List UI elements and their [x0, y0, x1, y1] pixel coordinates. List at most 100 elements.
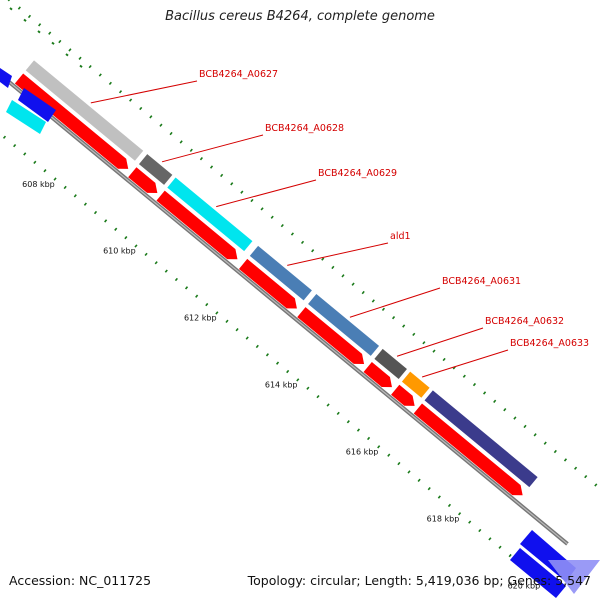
- gene-label: BCB4264_A0629: [318, 168, 397, 179]
- scale-tick-minor: [245, 336, 249, 340]
- scale-tick-minor: [397, 461, 401, 466]
- cds-arrow: [128, 167, 158, 193]
- scale-tick-minor: [169, 131, 173, 136]
- scale-tick-minor: [195, 294, 199, 298]
- scale-tick-minor: [225, 319, 229, 323]
- gene-label: BCB4264_A0633: [510, 338, 589, 349]
- edge-feature: [6, 100, 46, 134]
- scale-tick-minor: [458, 512, 462, 516]
- label-leader-line: [287, 242, 389, 266]
- scale-tick-minor: [79, 64, 83, 68]
- backbone-highlight: [0, 73, 568, 545]
- scale-tick-minor: [134, 244, 138, 248]
- scale-tick-minor: [523, 424, 527, 429]
- scale-tick-minor: [361, 290, 365, 295]
- scale-tick-minor: [220, 173, 224, 178]
- scale-tick-minor: [377, 445, 381, 449]
- scale-tick-minor: [508, 553, 512, 558]
- scale-tick-minor: [124, 235, 128, 240]
- scale-tick-minor: [468, 520, 472, 524]
- scale-tick-minor: [73, 194, 77, 198]
- tick-label: 610 kbp: [103, 247, 136, 256]
- accession-text: Accession: NC_011725: [9, 573, 152, 588]
- scale-tick-minor: [311, 249, 315, 253]
- scale-tick-minor: [412, 332, 416, 337]
- scale-tick-minor: [391, 315, 396, 320]
- scale-tick-minor: [144, 252, 148, 257]
- scale-tick-minor: [574, 466, 578, 470]
- scale-tick-minor: [139, 106, 143, 111]
- tick-label: 614 kbp: [265, 381, 298, 390]
- scale-tick-minor: [13, 143, 17, 148]
- scale-tick-minor: [88, 64, 92, 69]
- map-title: Bacillus cereus B4264, complete genome: [165, 9, 435, 24]
- scale-tick-minor: [300, 240, 305, 245]
- scale-tick-minor: [38, 23, 42, 27]
- scale-tick-minor: [7, 0, 11, 2]
- scale-tick-minor: [493, 399, 497, 403]
- scale-tick-minor: [437, 495, 441, 499]
- scale-tick-minor: [230, 182, 234, 186]
- gene-feature-bar: [308, 294, 380, 356]
- scale-tick-minor: [427, 486, 431, 491]
- scale-tick-minor: [472, 382, 477, 387]
- scale-tick-minor: [498, 545, 502, 549]
- scale-tick-minor: [336, 411, 340, 416]
- scale-tick-minor: [17, 6, 21, 10]
- scale-tick-minor: [43, 169, 47, 173]
- scale-tick-minor: [417, 478, 421, 482]
- scale-tick-minor: [402, 324, 406, 328]
- scale-tick-minor: [387, 453, 391, 457]
- scale-tick-minor: [513, 416, 517, 420]
- scale-tick-minor: [240, 190, 244, 194]
- gene-label: BCB4264_A0627: [199, 69, 278, 80]
- scale-tick-minor: [78, 56, 82, 60]
- scale-tick-minor: [104, 219, 108, 223]
- scale-tick-minor: [594, 483, 598, 487]
- scale-tick-minor: [306, 386, 310, 390]
- gene-feature-bar: [374, 348, 407, 380]
- cds-arrow: [297, 307, 365, 365]
- scale-tick-minor: [205, 302, 209, 307]
- scale-tick-minor: [482, 391, 487, 395]
- scale-tick-minor: [48, 31, 52, 35]
- scale-tick-minor: [23, 18, 27, 22]
- scale-tick-minor: [215, 311, 219, 315]
- cds-arrow: [14, 73, 129, 169]
- scale-tick-minor: [118, 90, 123, 94]
- scale-tick-minor: [488, 537, 492, 541]
- scale-tick-minor: [447, 503, 452, 508]
- scale-tick-minor: [159, 123, 163, 127]
- scale-tick-minor: [478, 528, 482, 533]
- gene-label: BCB4264_A0628: [265, 123, 344, 134]
- scale-tick-minor: [2, 135, 7, 139]
- scale-tick-minor: [260, 207, 264, 211]
- scale-tick-minor: [83, 202, 87, 206]
- scale-tick-minor: [250, 198, 254, 203]
- scale-tick-minor: [27, 14, 32, 19]
- scale-tick-minor: [462, 374, 466, 378]
- scale-tick-minor: [209, 165, 214, 169]
- scale-tick-minor: [533, 433, 537, 437]
- edge-feature: [510, 548, 566, 598]
- label-leader-line: [421, 349, 509, 378]
- gene-feature-bar: [249, 245, 312, 301]
- scale-tick-minor: [189, 148, 193, 152]
- edge-feature: [0, 68, 12, 88]
- label-leader-line: [349, 287, 441, 318]
- scale-tick-minor: [179, 140, 183, 144]
- gene-feature-bar: [25, 60, 144, 161]
- scale-tick-minor: [296, 378, 300, 382]
- scale-tick-minor: [432, 349, 436, 353]
- scale-tick-minor: [341, 274, 345, 278]
- scale-tick-minor: [356, 428, 361, 432]
- scale-tick-minor: [275, 361, 280, 365]
- cds-arrow: [391, 384, 415, 406]
- scale-tick-minor: [543, 441, 547, 445]
- scale-tick-minor: [114, 227, 118, 231]
- scale-tick-minor: [149, 115, 153, 119]
- scale-tick-minor: [371, 299, 375, 303]
- scale-tick-minor: [503, 408, 507, 412]
- scale-tick-minor: [346, 420, 350, 424]
